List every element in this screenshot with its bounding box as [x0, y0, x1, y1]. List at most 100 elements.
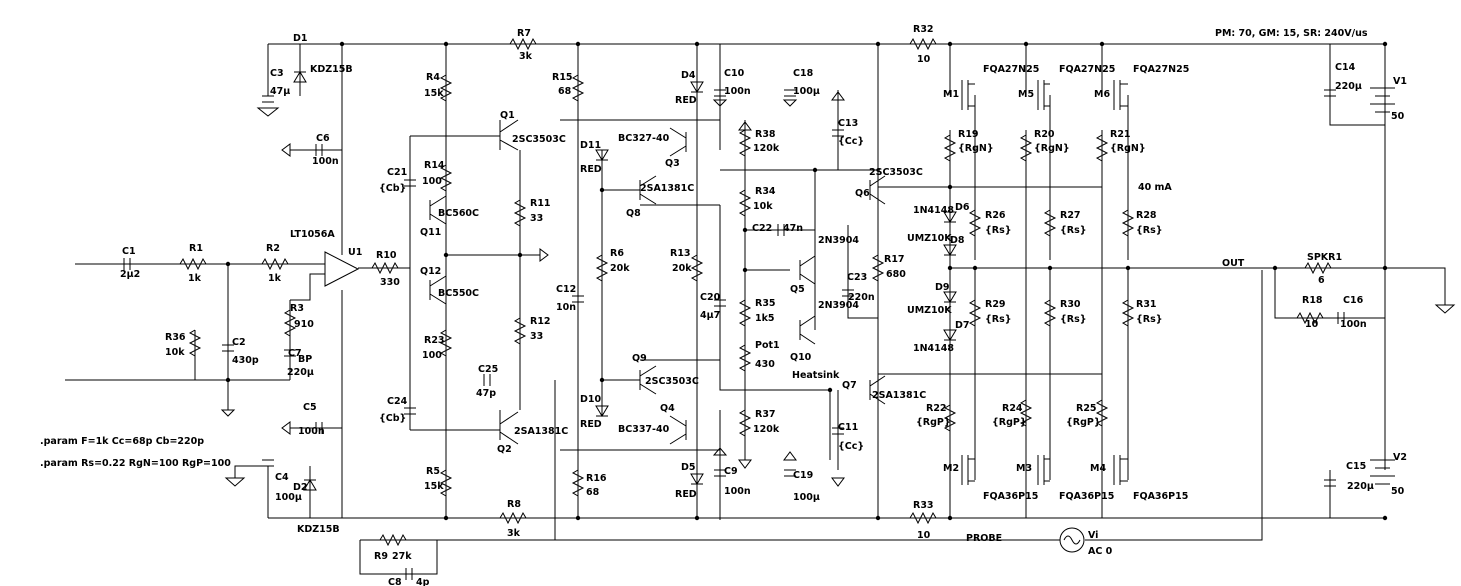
ref-c12: C12 — [556, 284, 576, 295]
ref-r4: R4 — [426, 72, 440, 83]
value-r2: 1k — [268, 273, 282, 284]
value-c13: {Cc} — [838, 136, 864, 147]
value-r10: 330 — [380, 277, 400, 288]
ref-r1: R1 — [189, 243, 203, 254]
ref-q10: Q10 — [790, 352, 812, 363]
value-r6: 20k — [610, 263, 630, 274]
labels: PM: 70, GM: 15, SR: 240V/us .param F=1k … — [40, 24, 1407, 586]
value-q9: 2SC3503C — [645, 376, 699, 387]
value-r9: 27k — [392, 551, 412, 562]
value-u1: LT1056A — [290, 229, 335, 240]
value-c18: 100µ — [793, 86, 820, 97]
ref-c1: C1 — [122, 246, 136, 257]
ref-q2: Q2 — [497, 444, 512, 455]
value-r22: {RgP} — [916, 417, 951, 428]
value-r13: 20k — [672, 263, 692, 274]
ref-d7: D7 — [955, 320, 970, 331]
value-m2: FQA36P15 — [983, 491, 1038, 502]
ref-r35: R35 — [755, 298, 776, 309]
value-q4: BC337-40 — [618, 424, 670, 435]
value-c8: 4p — [416, 577, 430, 586]
value-c24: {Cb} — [379, 413, 406, 424]
ref-r21: R21 — [1110, 129, 1131, 140]
ref-c6: C6 — [316, 133, 330, 144]
ref-r25: R25 — [1076, 403, 1097, 414]
ref-r9: R9 — [374, 551, 388, 562]
ref-q1: Q1 — [500, 110, 515, 121]
value-r33: 10 — [917, 530, 931, 541]
resistor-glyphs — [179, 37, 1332, 547]
ref-q11: Q11 — [420, 227, 441, 238]
ref-c5: C5 — [303, 402, 317, 413]
ref-d11: D11 — [580, 140, 601, 151]
ref-r3: R3 — [290, 303, 304, 314]
ref-r13: R13 — [670, 248, 691, 259]
ref-r18: R18 — [1302, 295, 1323, 306]
ref-v2: V2 — [1393, 452, 1407, 463]
value-r4: 15k — [424, 88, 444, 99]
value-c4: 100µ — [275, 492, 302, 503]
ref-c8: C8 — [388, 577, 402, 586]
ref-r5: R5 — [426, 466, 440, 477]
value-q8: 2SA1381C — [640, 183, 694, 194]
value-q3: BC327-40 — [618, 133, 670, 144]
value-c9: 100n — [724, 486, 751, 497]
ref-r2: R2 — [266, 243, 280, 254]
value-c21: {Cb} — [379, 183, 406, 194]
ref-r33: R33 — [913, 500, 934, 511]
value-c1: 2µ2 — [120, 269, 140, 280]
ref-r7: R7 — [517, 28, 531, 39]
ref-d10: D10 — [580, 394, 601, 405]
value-m5: FQA27N25 — [1059, 64, 1115, 75]
value-r29: {Rs} — [985, 314, 1012, 325]
value-q2: 2SA1381C — [514, 426, 568, 437]
ref-m5: M5 — [1018, 89, 1034, 100]
value-m6: FQA27N25 — [1133, 64, 1189, 75]
out-label: OUT — [1222, 258, 1245, 269]
sources-and-opamp — [324, 87, 1395, 553]
transistor-glyphs — [429, 80, 1128, 485]
ref-q3: Q3 — [665, 158, 680, 169]
ref-r22: R22 — [926, 403, 947, 414]
ref-r26: R26 — [985, 210, 1006, 221]
ref-q7: Q7 — [842, 380, 857, 391]
header-note: PM: 70, GM: 15, SR: 240V/us — [1215, 28, 1368, 39]
param-line-2: .param Rs=0.22 RgN=100 RgP=100 — [40, 458, 231, 469]
ref-r29: R29 — [985, 299, 1006, 310]
ref-r16: R16 — [586, 473, 607, 484]
ref-r10: R10 — [376, 250, 397, 261]
value-d2: KDZ15B — [297, 524, 340, 535]
value-r25: {RgP} — [1066, 417, 1101, 428]
value-r14: 100 — [422, 176, 442, 187]
value-r27: {Rs} — [1060, 225, 1087, 236]
ref-r30: R30 — [1060, 299, 1081, 310]
value-r24: {RgP} — [992, 417, 1027, 428]
ref-q5: Q5 — [790, 284, 805, 295]
value-q1: 2SC3503C — [512, 134, 566, 145]
ref-r38: R38 — [755, 129, 776, 140]
value-d11: RED — [580, 164, 602, 175]
value-r32: 10 — [917, 54, 931, 65]
ref-q6: Q6 — [855, 188, 870, 199]
value-r8: 3k — [507, 528, 521, 539]
value-d8: UMZ10K — [907, 233, 952, 244]
ref-d5: D5 — [681, 462, 696, 473]
ref-r36: R36 — [165, 332, 186, 343]
value-r16: 68 — [586, 487, 600, 498]
ref-spkr1: SPKR1 — [1307, 252, 1342, 263]
ref-c21: C21 — [387, 167, 407, 178]
ref-c24: C24 — [387, 396, 408, 407]
ref-q4: Q4 — [660, 403, 675, 414]
value-c23: 220n — [848, 292, 875, 303]
ref-c19: C19 — [793, 470, 813, 481]
value-q5: 2N3904 — [818, 235, 859, 246]
ref-d4: D4 — [681, 70, 696, 81]
value-r19: {RgN} — [958, 143, 994, 154]
ref-r34: R34 — [755, 186, 776, 197]
ref-d6: D6 — [955, 202, 970, 213]
ref-m4: M4 — [1090, 463, 1106, 474]
value-spkr1: 6 — [1318, 275, 1325, 286]
value-d4: RED — [675, 95, 697, 106]
ref-q8: Q8 — [626, 208, 641, 219]
value-d5: RED — [675, 489, 697, 500]
